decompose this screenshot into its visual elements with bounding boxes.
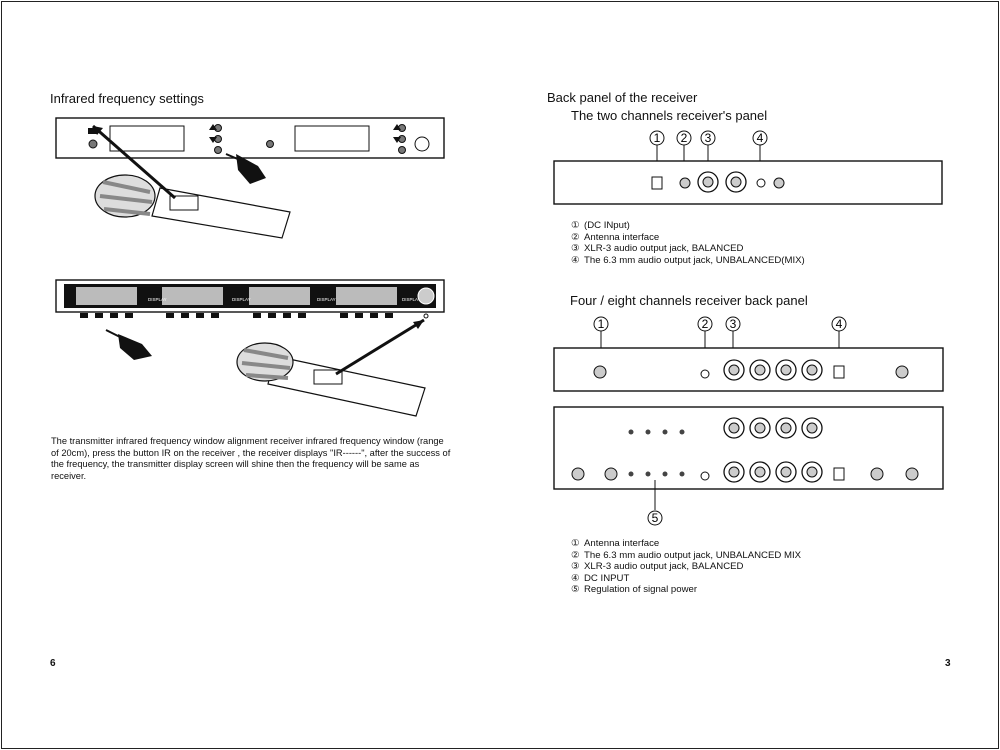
right-page-title: Back panel of the receiver <box>547 90 698 105</box>
svg-text:4: 4 <box>757 131 764 145</box>
callout-4: 4 <box>831 316 847 332</box>
display-label-1: DISPLAY <box>148 297 167 302</box>
svg-text:1: 1 <box>598 317 605 331</box>
two-channel-callouts: 1 2 3 4 <box>649 130 768 176</box>
svg-text:2: 2 <box>681 131 688 145</box>
callout-3: 3 <box>700 130 716 146</box>
two-channel-back-panel-illustration <box>553 160 943 205</box>
page-number-right: 3 <box>945 658 951 669</box>
callout-1: 1 <box>649 130 665 146</box>
callout-2: 2 <box>697 316 713 332</box>
svg-text:2: 2 <box>702 317 709 331</box>
handheld-microphone-illustration-2 <box>236 342 426 417</box>
eight-channel-back-panel-illustration <box>553 406 944 490</box>
two-channel-receiver-front-illustration <box>55 117 445 239</box>
legend-item: ①(DC INput) <box>571 220 630 231</box>
display-label-4: DISPLAY <box>402 297 421 302</box>
four-channel-receiver-front-illustration: DISPLAY DISPLAY DISPLAY DISPLAY <box>55 279 445 417</box>
callout-5: 5 <box>647 480 663 526</box>
svg-text:4: 4 <box>836 317 843 331</box>
four-channel-back-panel-illustration <box>553 347 944 392</box>
callout-1: 1 <box>593 316 609 332</box>
handheld-microphone-illustration <box>94 174 291 239</box>
svg-text:3: 3 <box>705 131 712 145</box>
svg-text:5: 5 <box>652 511 659 525</box>
display-label-2: DISPLAY <box>232 297 251 302</box>
right-page: Back panel of the receiver The two chann… <box>500 0 1000 750</box>
two-channel-subtitle: The two channels receiver's panel <box>571 108 768 123</box>
callout-4: 4 <box>752 130 768 146</box>
svg-text:1: 1 <box>654 131 661 145</box>
multi-channel-callouts: 1 2 3 4 <box>593 316 847 368</box>
infrared-description: The transmitter infrared frequency windo… <box>51 436 451 482</box>
svg-text:3: 3 <box>730 317 737 331</box>
left-page: Infrared frequency settings <box>50 91 451 669</box>
left-page-title: Infrared frequency settings <box>50 91 204 106</box>
callout-2: 2 <box>676 130 692 146</box>
multi-channel-subtitle: Four / eight channels receiver back pane… <box>570 293 808 308</box>
callout-3: 3 <box>725 316 741 332</box>
page-number-left: 6 <box>50 658 56 669</box>
display-label-3: DISPLAY <box>317 297 336 302</box>
